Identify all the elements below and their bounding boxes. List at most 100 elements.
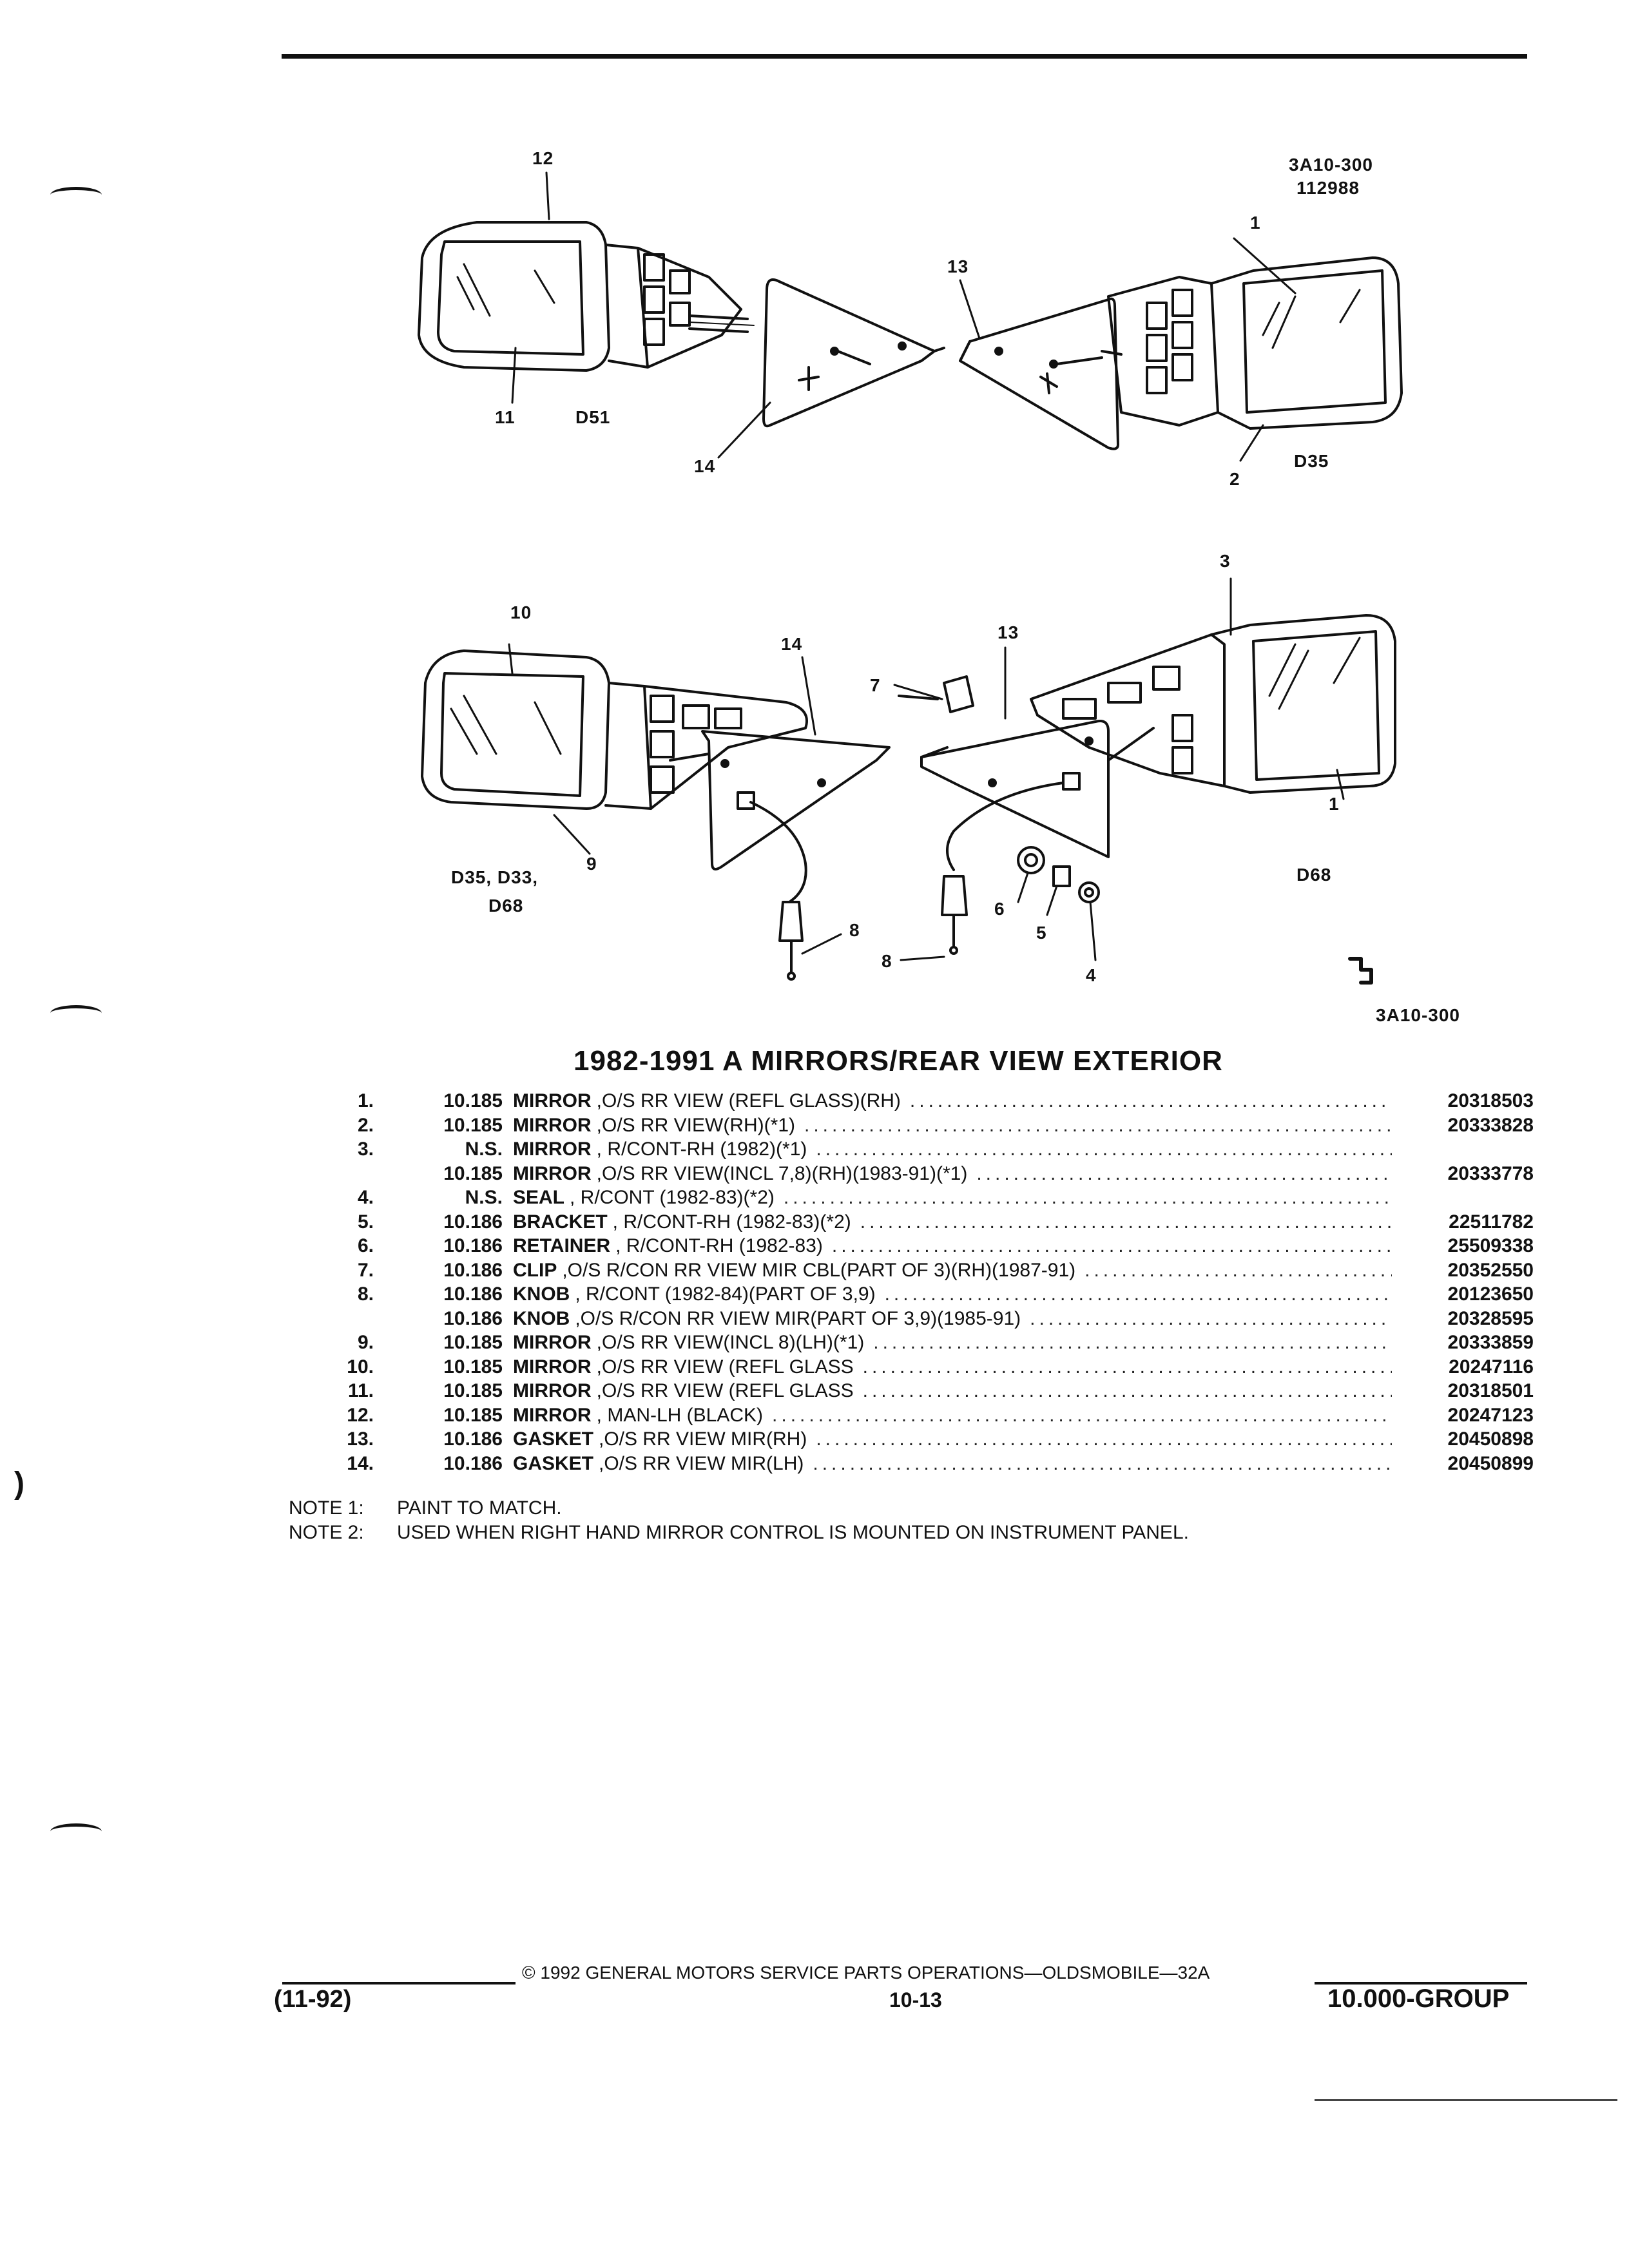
group-code: 10.186 bbox=[443, 1283, 503, 1305]
item-name: MIRROR bbox=[513, 1162, 592, 1184]
item-number: 1. bbox=[357, 1090, 374, 1111]
callout-7: 7 bbox=[870, 675, 881, 695]
part-number: 20450899 bbox=[1447, 1452, 1534, 1474]
mirror-top-left bbox=[418, 221, 755, 372]
mirror-top-right bbox=[1101, 256, 1403, 430]
footer-page-number: 10-13 bbox=[889, 1988, 942, 2012]
callout-3: 3 bbox=[1220, 551, 1231, 571]
dot-leader bbox=[863, 1379, 1392, 1403]
margin-mark bbox=[50, 187, 102, 203]
item-number: 13. bbox=[347, 1428, 374, 1450]
item-detail: ,O/S RR VIEW (REFL GLASS bbox=[596, 1356, 854, 1378]
item-description: RETAINER, R/CONT-RH (1982-83) bbox=[513, 1234, 1392, 1258]
group-code: 10.186 bbox=[443, 1452, 503, 1474]
dot-leader bbox=[1030, 1307, 1392, 1331]
mirror-bottom-left bbox=[421, 649, 808, 810]
notes: NOTE 1: PAINT TO MATCH.NOTE 2:USED WHEN R… bbox=[289, 1496, 1189, 1545]
group-code: 10.185 bbox=[443, 1162, 503, 1184]
dot-leader bbox=[976, 1162, 1392, 1186]
item-description: MIRROR, R/CONT-RH (1982)(*1) bbox=[513, 1137, 1392, 1162]
margin-mark bbox=[50, 1823, 102, 1840]
margin-mark bbox=[50, 1005, 102, 1021]
callout-10: 10 bbox=[510, 602, 532, 622]
callout-4: 4 bbox=[1086, 965, 1097, 985]
note-text: USED WHEN RIGHT HAND MIRROR CONTROL IS M… bbox=[397, 1522, 1189, 1543]
item-detail: ,O/S RR VIEW (REFL GLASS)(RH) bbox=[596, 1090, 901, 1111]
item-detail: ,O/S RR VIEW MIR(LH) bbox=[599, 1452, 804, 1474]
callout-8-right: 8 bbox=[849, 920, 860, 940]
dot-leader bbox=[1084, 1258, 1392, 1283]
item-detail: ,O/S R/CON RR VIEW MIR(PART OF 3,9)(1985… bbox=[575, 1307, 1021, 1329]
group-code: 10.185 bbox=[443, 1090, 503, 1111]
item-number: 2. bbox=[357, 1114, 374, 1136]
group-code: 10.185 bbox=[443, 1404, 503, 1426]
note-label: NOTE 1: bbox=[289, 1497, 364, 1519]
item-detail: ,O/S RR VIEW(INCL 8)(LH)(*1) bbox=[596, 1332, 865, 1353]
footer-group: 10.000-GROUP bbox=[1327, 1984, 1510, 2013]
group-code: 10.186 bbox=[443, 1307, 503, 1329]
item-name: MIRROR bbox=[513, 1404, 592, 1426]
item-description: MIRROR,O/S RR VIEW (REFL GLASS bbox=[513, 1379, 1392, 1403]
item-detail: ,O/S RR VIEW(RH)(*1) bbox=[596, 1114, 795, 1136]
callout-1-bottom: 1 bbox=[1329, 794, 1340, 814]
bottom-rule bbox=[1315, 2099, 1617, 2101]
part-number: 20328595 bbox=[1447, 1307, 1534, 1329]
note-text: PAINT TO MATCH. bbox=[397, 1497, 562, 1519]
item-number: 12. bbox=[347, 1404, 374, 1426]
item-number: 9. bbox=[357, 1332, 374, 1353]
part-number: 20352550 bbox=[1447, 1259, 1534, 1281]
footer-copyright: © 1992 GENERAL MOTORS SERVICE PARTS OPER… bbox=[522, 1963, 1210, 1983]
note-row: NOTE 2:USED WHEN RIGHT HAND MIRROR CONTR… bbox=[289, 1521, 1189, 1545]
item-name: MIRROR bbox=[513, 1090, 592, 1111]
callout-13-top: 13 bbox=[947, 256, 969, 276]
callout-13-bottom: 13 bbox=[998, 622, 1019, 642]
item-number: 6. bbox=[357, 1235, 374, 1256]
item-name: SEAL bbox=[513, 1187, 565, 1208]
item-description: BRACKET, R/CONT-RH (1982-83)(*2) bbox=[513, 1210, 1392, 1235]
item-description: MIRROR,O/S RR VIEW (REFL GLASS)(RH) bbox=[513, 1089, 1392, 1113]
group-code: 10.186 bbox=[443, 1259, 503, 1281]
dot-leader bbox=[863, 1355, 1392, 1379]
group-code: N.S. bbox=[465, 1139, 503, 1160]
mirror-bottom-right bbox=[1030, 614, 1396, 794]
item-detail: , MAN-LH (BLACK) bbox=[596, 1404, 764, 1426]
item-description: CLIP,O/S R/CON RR VIEW MIR CBL(PART OF 3… bbox=[513, 1258, 1392, 1283]
dot-leader bbox=[772, 1403, 1392, 1428]
mirror-illustration bbox=[418, 171, 1403, 985]
part-number: 25509338 bbox=[1447, 1235, 1534, 1256]
callout-14-top: 14 bbox=[694, 456, 716, 476]
item-name: MIRROR bbox=[513, 1380, 592, 1401]
exploded-diagram: 12 3A10-300 112988 13 1 11 D51 14 D35 2 … bbox=[0, 0, 1629, 1044]
item-description: MIRROR,O/S RR VIEW (REFL GLASS bbox=[513, 1355, 1392, 1379]
item-description: MIRROR, MAN-LH (BLACK) bbox=[513, 1403, 1392, 1428]
symbol-icon bbox=[1348, 957, 1373, 985]
callout-11: 11 bbox=[495, 407, 516, 427]
item-detail: ,O/S R/CON RR VIEW MIR CBL(PART OF 3)(RH… bbox=[562, 1259, 1076, 1281]
group-code: 10.186 bbox=[443, 1211, 503, 1233]
item-detail: , R/CONT (1982-83)(*2) bbox=[570, 1187, 775, 1208]
top-rule bbox=[282, 54, 1527, 59]
label-d68-right: D68 bbox=[1296, 865, 1332, 885]
part-number: 20333859 bbox=[1447, 1332, 1534, 1353]
item-number: 7. bbox=[357, 1259, 374, 1281]
item-description: GASKET,O/S RR VIEW MIR(LH) bbox=[513, 1452, 1392, 1476]
gasket-bottom-right bbox=[898, 675, 1110, 955]
dot-leader bbox=[832, 1234, 1392, 1258]
item-description: KNOB, R/CONT (1982-84)(PART OF 3,9) bbox=[513, 1282, 1392, 1307]
item-number: 10. bbox=[347, 1356, 374, 1378]
callout-6: 6 bbox=[994, 899, 1005, 919]
part-number: 20318503 bbox=[1447, 1090, 1534, 1111]
gasket-top-right bbox=[959, 297, 1119, 450]
parts-row: 1. 10.185 MIRROR,O/S RR VIEW (REFL GLASS)(… bbox=[322, 1089, 1534, 1113]
item-detail: , R/CONT-RH (1982-83)(*2) bbox=[612, 1211, 851, 1233]
